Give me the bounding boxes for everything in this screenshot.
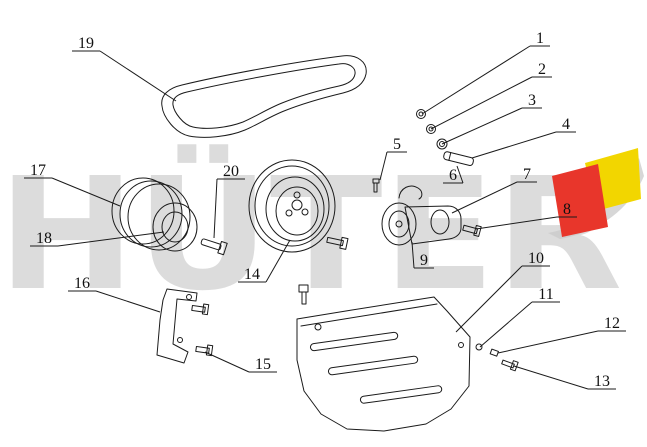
screw-13 xyxy=(501,359,519,372)
svg-text:6: 6 xyxy=(449,167,457,184)
washer-11 xyxy=(475,343,483,351)
callout-10: 10 xyxy=(455,250,550,333)
svg-text:13: 13 xyxy=(594,373,610,390)
svg-text:15: 15 xyxy=(255,356,271,373)
pin-6 xyxy=(443,151,474,167)
screw-5 xyxy=(372,178,380,193)
bolt-below-pulley xyxy=(298,284,309,305)
svg-text:1: 1 xyxy=(536,30,544,47)
logo-red-ribbon xyxy=(552,164,608,237)
svg-text:5: 5 xyxy=(393,136,401,153)
bracket xyxy=(156,288,214,364)
washer-1 xyxy=(416,109,426,119)
callout-14: 14 xyxy=(238,239,291,283)
callout-19: 19 xyxy=(72,35,177,102)
callout-15: 15 xyxy=(204,351,277,373)
callout-20: 20 xyxy=(213,163,245,239)
svg-text:10: 10 xyxy=(528,250,544,267)
svg-text:18: 18 xyxy=(36,230,52,247)
fasteners-group xyxy=(416,109,474,167)
svg-text:9: 9 xyxy=(420,252,428,269)
brand-logo xyxy=(548,148,644,239)
bolt-side xyxy=(326,236,349,250)
bolt-20 xyxy=(200,238,228,256)
callout-2: 2 xyxy=(430,61,552,130)
bracket-bolt-lower xyxy=(195,344,214,357)
small-screws xyxy=(475,343,519,372)
tensioner-arm xyxy=(404,205,462,245)
callout-8: 8 xyxy=(475,201,577,230)
nut-12 xyxy=(489,348,499,357)
bolt-8 xyxy=(462,224,482,237)
svg-text:20: 20 xyxy=(223,163,239,180)
callout-1: 1 xyxy=(421,30,550,115)
svg-text:19: 19 xyxy=(78,35,94,52)
small-pulley xyxy=(111,177,198,252)
svg-text:11: 11 xyxy=(538,286,553,303)
svg-text:2: 2 xyxy=(538,61,546,78)
guard-plate xyxy=(296,296,471,432)
callout-4: 4 xyxy=(471,116,576,159)
svg-text:7: 7 xyxy=(523,166,531,183)
callout-7: 7 xyxy=(451,166,537,214)
parts-layer xyxy=(111,55,519,432)
svg-text:17: 17 xyxy=(30,162,46,179)
spring-clip xyxy=(398,185,423,200)
callout-3: 3 xyxy=(441,92,542,145)
svg-text:8: 8 xyxy=(563,201,571,218)
tensioner-assembly xyxy=(381,202,482,246)
washer-2 xyxy=(426,124,436,134)
hub-ring xyxy=(152,202,198,252)
callout-13: 13 xyxy=(513,365,616,390)
svg-text:4: 4 xyxy=(562,116,570,133)
nut-3 xyxy=(436,138,448,150)
callout-18: 18 xyxy=(30,230,165,247)
svg-text:16: 16 xyxy=(74,275,90,292)
callout-16: 16 xyxy=(68,275,161,313)
bracket-bolt-upper xyxy=(191,303,210,316)
drive-belt xyxy=(161,55,367,138)
callout-12: 12 xyxy=(497,315,626,354)
svg-text:12: 12 xyxy=(604,315,620,332)
callout-11: 11 xyxy=(479,286,560,348)
svg-text:3: 3 xyxy=(528,92,536,109)
svg-text:14: 14 xyxy=(244,266,260,283)
callout-6: 6 xyxy=(443,165,464,184)
callout-5: 5 xyxy=(379,136,407,181)
callout-9: 9 xyxy=(411,241,434,269)
main-pulley xyxy=(248,159,336,253)
callout-17: 17 xyxy=(24,162,121,207)
huter-watermark: HÜTER xyxy=(0,144,623,325)
